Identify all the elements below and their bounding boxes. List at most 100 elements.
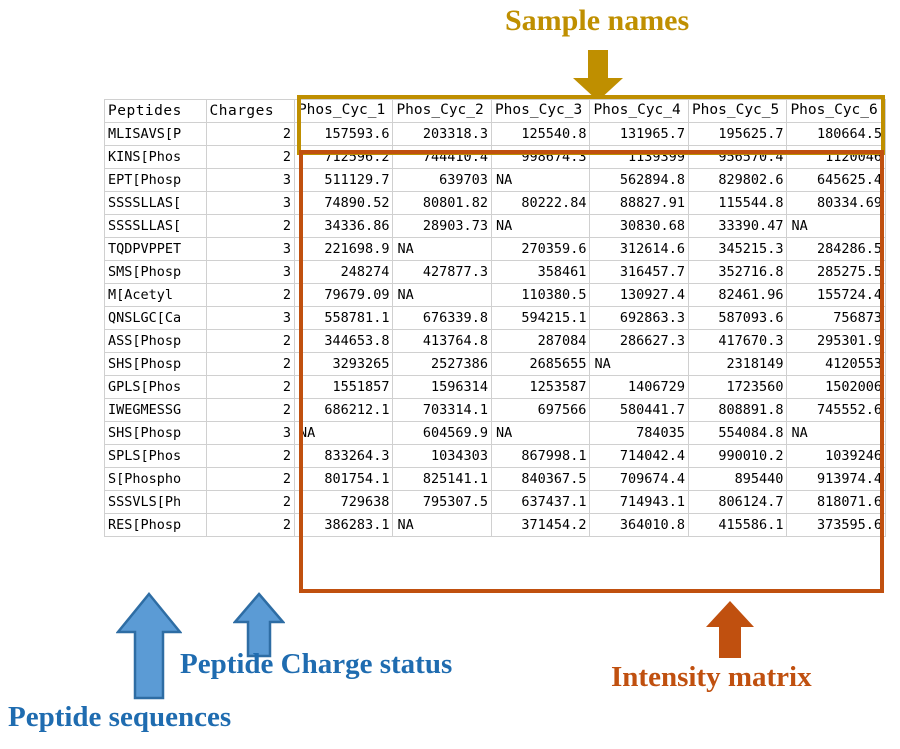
column-header-charges[interactable]: Charges — [205, 99, 295, 123]
peptide-sequence-cell[interactable]: EPT[Phosp — [104, 168, 207, 192]
intensity-cell[interactable]: NA — [589, 352, 689, 376]
intensity-cell[interactable]: 1039246 — [786, 444, 886, 468]
intensity-cell[interactable]: 2685655 — [490, 352, 591, 376]
intensity-cell[interactable]: NA — [293, 421, 394, 445]
intensity-cell[interactable]: 587093.6 — [687, 306, 788, 330]
charge-cell[interactable]: 3 — [205, 168, 295, 192]
charge-cell[interactable]: 3 — [205, 260, 295, 284]
intensity-cell[interactable]: 712596.2 — [293, 145, 394, 169]
intensity-cell[interactable]: 115544.8 — [687, 191, 788, 215]
peptide-sequence-cell[interactable]: TQDPVPPET — [104, 237, 207, 261]
intensity-cell[interactable]: 956570.4 — [687, 145, 788, 169]
intensity-cell[interactable]: NA — [490, 421, 591, 445]
charge-cell[interactable]: 2 — [205, 122, 295, 146]
intensity-cell[interactable]: 1139399 — [589, 145, 689, 169]
intensity-cell[interactable]: 1034303 — [392, 444, 492, 468]
intensity-cell[interactable]: 714943.1 — [589, 490, 689, 514]
charge-cell[interactable]: 2 — [205, 352, 295, 376]
charge-cell[interactable]: 2 — [205, 145, 295, 169]
intensity-cell[interactable]: 554084.8 — [687, 421, 788, 445]
column-header-sample-5[interactable]: Phos_Cyc_5 — [687, 99, 788, 123]
peptide-sequence-cell[interactable]: SSSVLS[Ph — [104, 490, 207, 514]
intensity-cell[interactable]: 1596314 — [392, 375, 492, 399]
intensity-cell[interactable]: 373595.6 — [786, 513, 886, 537]
peptide-sequence-cell[interactable]: SHS[Phosp — [104, 421, 207, 445]
intensity-cell[interactable]: 913974.4 — [786, 467, 886, 491]
peptide-sequence-cell[interactable]: SPLS[Phos — [104, 444, 207, 468]
intensity-cell[interactable]: 1723560 — [687, 375, 788, 399]
intensity-cell[interactable]: NA — [392, 513, 492, 537]
intensity-cell[interactable]: 895440 — [687, 467, 788, 491]
intensity-cell[interactable]: 714042.4 — [589, 444, 689, 468]
charge-cell[interactable]: 3 — [205, 237, 295, 261]
intensity-cell[interactable]: 203318.3 — [392, 122, 492, 146]
peptide-sequence-cell[interactable]: IWEGMESSG — [104, 398, 207, 422]
intensity-cell[interactable]: NA — [786, 214, 886, 238]
peptide-sequence-cell[interactable]: S[Phospho — [104, 467, 207, 491]
intensity-cell[interactable]: 413764.8 — [392, 329, 492, 353]
intensity-cell[interactable]: 829802.6 — [687, 168, 788, 192]
intensity-cell[interactable]: 1551857 — [293, 375, 394, 399]
peptide-sequence-cell[interactable]: SSSSLLAS[ — [104, 214, 207, 238]
intensity-cell[interactable]: 386283.1 — [293, 513, 394, 537]
intensity-cell[interactable]: 692863.3 — [589, 306, 689, 330]
intensity-cell[interactable]: 4120553 — [786, 352, 886, 376]
charge-cell[interactable]: 2 — [205, 283, 295, 307]
intensity-cell[interactable]: 364010.8 — [589, 513, 689, 537]
intensity-cell[interactable]: 284286.5 — [786, 237, 886, 261]
peptide-sequence-cell[interactable]: ASS[Phosp — [104, 329, 207, 353]
intensity-cell[interactable]: 155724.4 — [786, 283, 886, 307]
intensity-cell[interactable]: 82461.96 — [687, 283, 788, 307]
intensity-cell[interactable]: 130927.4 — [589, 283, 689, 307]
intensity-cell[interactable]: NA — [490, 168, 591, 192]
intensity-cell[interactable]: 344653.8 — [293, 329, 394, 353]
intensity-cell[interactable]: 2318149 — [687, 352, 788, 376]
intensity-cell[interactable]: 2527386 — [392, 352, 492, 376]
intensity-cell[interactable]: 637437.1 — [490, 490, 591, 514]
intensity-cell[interactable]: 316457.7 — [589, 260, 689, 284]
intensity-cell[interactable]: 180664.5 — [786, 122, 886, 146]
intensity-cell[interactable]: 79679.09 — [293, 283, 394, 307]
intensity-cell[interactable]: 80801.82 — [392, 191, 492, 215]
intensity-cell[interactable]: NA — [786, 421, 886, 445]
intensity-cell[interactable]: 729638 — [293, 490, 394, 514]
column-header-peptides[interactable]: Peptides — [104, 99, 207, 123]
intensity-cell[interactable]: 295301.9 — [786, 329, 886, 353]
intensity-cell[interactable]: 784035 — [589, 421, 689, 445]
intensity-cell[interactable]: 686212.1 — [293, 398, 394, 422]
intensity-cell[interactable]: 645625.4 — [786, 168, 886, 192]
intensity-cell[interactable]: 833264.3 — [293, 444, 394, 468]
intensity-cell[interactable]: 795307.5 — [392, 490, 492, 514]
peptide-sequence-cell[interactable]: SMS[Phosp — [104, 260, 207, 284]
charge-cell[interactable]: 2 — [205, 467, 295, 491]
intensity-cell[interactable]: 30830.68 — [589, 214, 689, 238]
charge-cell[interactable]: 2 — [205, 375, 295, 399]
charge-cell[interactable]: 2 — [205, 444, 295, 468]
intensity-cell[interactable]: 806124.7 — [687, 490, 788, 514]
intensity-cell[interactable]: 558781.1 — [293, 306, 394, 330]
intensity-cell[interactable]: 745552.6 — [786, 398, 886, 422]
intensity-cell[interactable]: 709674.4 — [589, 467, 689, 491]
intensity-cell[interactable]: 345215.3 — [687, 237, 788, 261]
intensity-cell[interactable]: 697566 — [490, 398, 591, 422]
peptide-sequence-cell[interactable]: M[Acetyl — [104, 283, 207, 307]
charge-cell[interactable]: 2 — [205, 490, 295, 514]
intensity-cell[interactable]: 676339.8 — [392, 306, 492, 330]
intensity-cell[interactable]: 1120046 — [786, 145, 886, 169]
intensity-cell[interactable]: 639703 — [392, 168, 492, 192]
intensity-cell[interactable]: 131965.7 — [589, 122, 689, 146]
intensity-cell[interactable]: 594215.1 — [490, 306, 591, 330]
column-header-sample-6[interactable]: Phos_Cyc_6 — [786, 99, 886, 123]
intensity-cell[interactable]: 801754.1 — [293, 467, 394, 491]
intensity-cell[interactable]: 33390.47 — [687, 214, 788, 238]
intensity-cell[interactable]: 358461 — [490, 260, 591, 284]
intensity-cell[interactable]: 415586.1 — [687, 513, 788, 537]
intensity-cell[interactable]: 3293265 — [293, 352, 394, 376]
intensity-cell[interactable]: 371454.2 — [490, 513, 591, 537]
intensity-cell[interactable]: 352716.8 — [687, 260, 788, 284]
intensity-cell[interactable]: 427877.3 — [392, 260, 492, 284]
intensity-cell[interactable]: 703314.1 — [392, 398, 492, 422]
peptide-sequence-cell[interactable]: SHS[Phosp — [104, 352, 207, 376]
intensity-cell[interactable]: 286627.3 — [589, 329, 689, 353]
intensity-cell[interactable]: 28903.73 — [392, 214, 492, 238]
